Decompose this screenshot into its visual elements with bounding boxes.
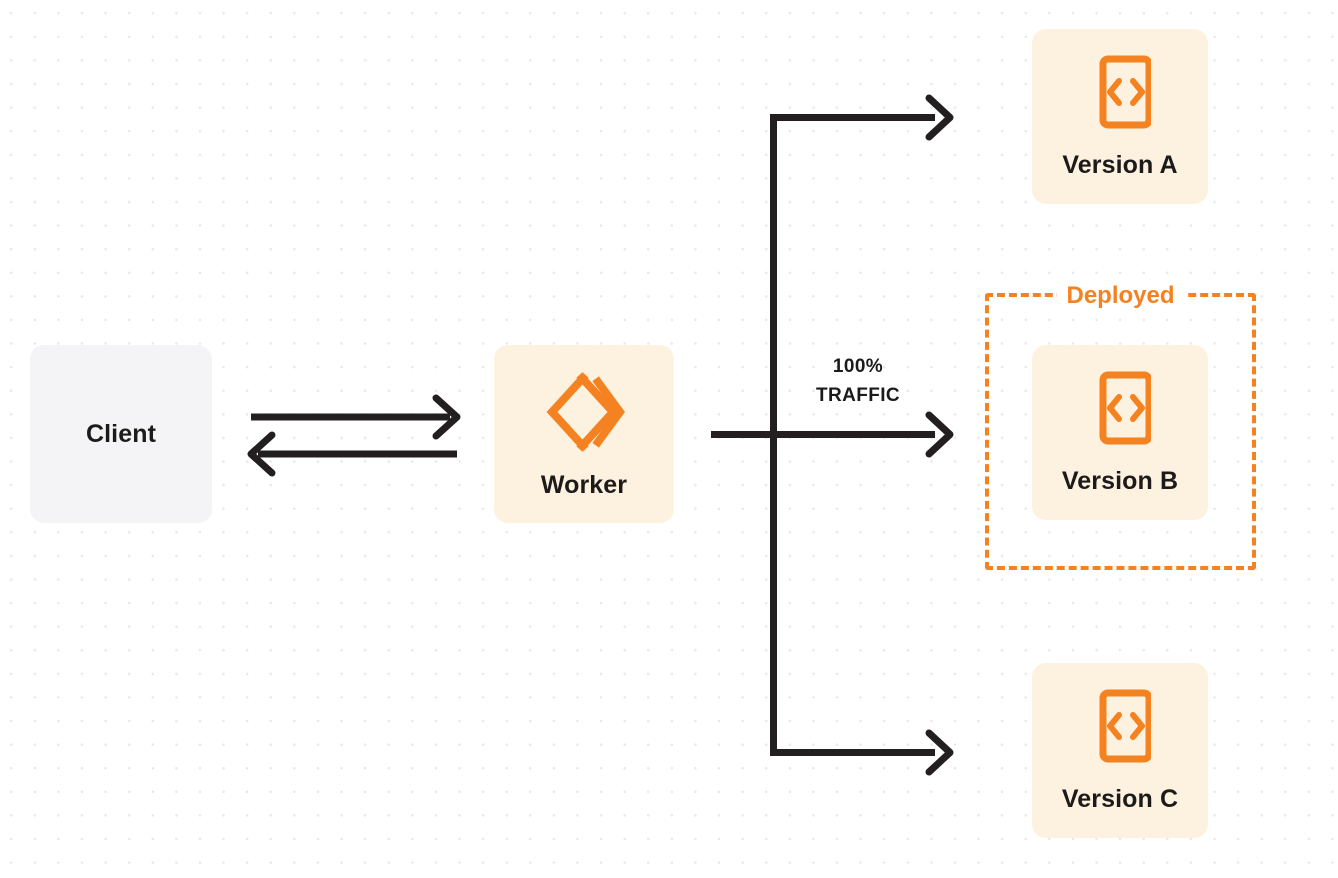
node-version-c[interactable]: Version C — [1032, 663, 1208, 838]
code-file-icon — [1089, 371, 1153, 447]
node-client[interactable]: Client — [30, 345, 212, 523]
node-version-b-label: Version B — [1061, 467, 1179, 495]
node-worker-label: Worker — [540, 470, 628, 499]
edge-worker-to-client — [247, 431, 457, 477]
node-version-a[interactable]: Version A — [1032, 29, 1208, 204]
edge-client-to-worker — [251, 394, 461, 440]
cloudflare-workers-logo-icon — [542, 371, 626, 453]
deployed-group-label: Deployed — [1056, 281, 1185, 311]
traffic-word: TRAFFIC — [815, 385, 901, 406]
edge-worker-to-version-b — [711, 411, 954, 458]
node-version-c-label: Version C — [1061, 785, 1179, 813]
node-worker[interactable]: Worker — [494, 345, 674, 523]
edge-worker-to-version-c — [770, 729, 954, 776]
node-client-label: Client — [85, 419, 157, 448]
code-file-icon — [1089, 55, 1153, 131]
code-file-icon — [1089, 689, 1153, 765]
deployed-group: Deployed — [985, 281, 1256, 570]
edge-worker-to-version-a — [770, 94, 954, 141]
traffic-annotation: 100% TRAFFIC — [816, 356, 900, 407]
node-version-a-label: Version A — [1062, 151, 1178, 179]
node-version-b[interactable]: Version B — [1032, 345, 1208, 520]
traffic-percent: 100% — [832, 356, 884, 377]
